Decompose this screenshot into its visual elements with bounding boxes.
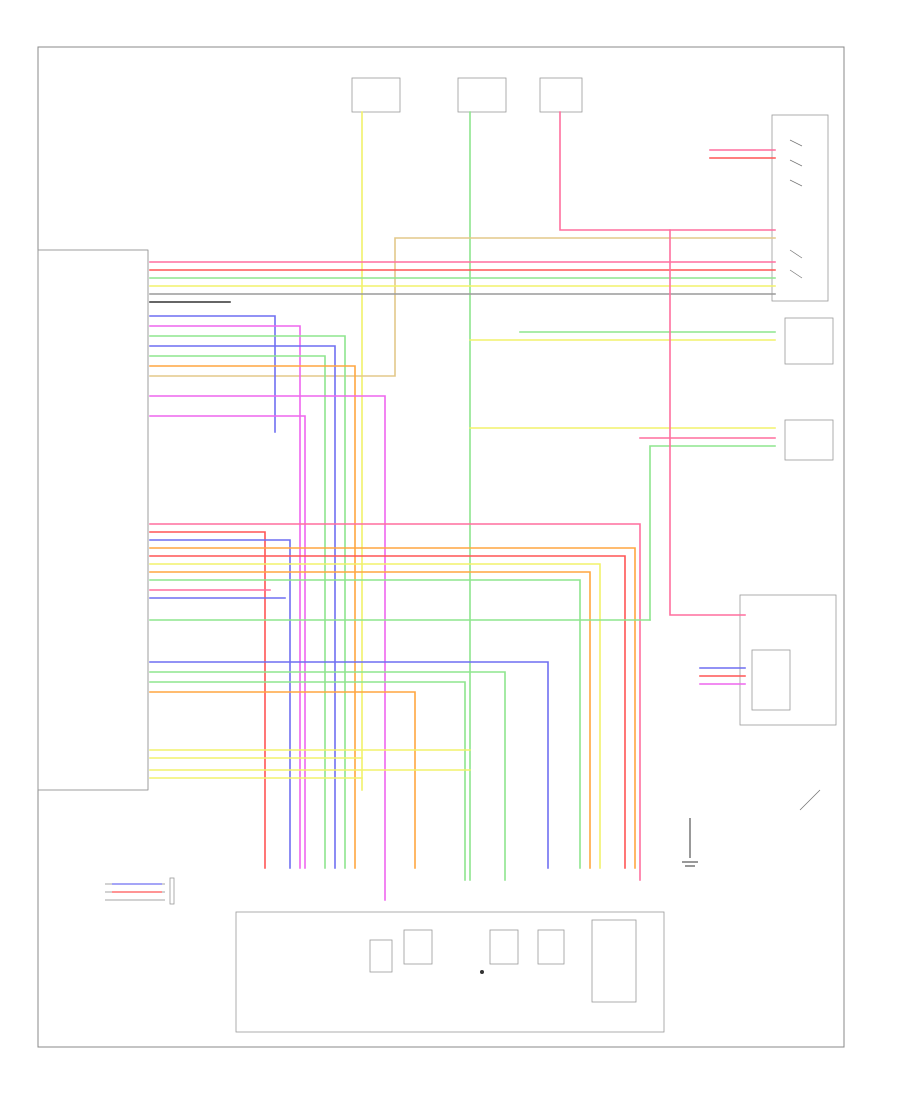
wire-row-662 — [149, 661, 549, 869]
wire-magenta-1 — [149, 325, 301, 869]
top-fuse-box-1 — [351, 77, 401, 113]
bottom-component-4 — [537, 929, 565, 965]
wire-row-682 — [149, 681, 466, 881]
wire-row-672 — [149, 671, 506, 881]
diagram-frame — [37, 46, 845, 1048]
right-component-switch-top — [771, 114, 829, 302]
wire-blue-2 — [149, 345, 336, 869]
wire-green-sensor2 — [649, 445, 776, 621]
bottom-harness-frame — [235, 911, 665, 1033]
wire-orange-1 — [149, 365, 356, 869]
top-fuse-box-3 — [539, 77, 583, 113]
wire-row-556 — [149, 555, 626, 869]
wire-row-564 — [149, 563, 601, 869]
wire-magenta-3 — [149, 415, 306, 869]
wire-row-532 — [149, 531, 266, 869]
bottom-component-2 — [403, 929, 433, 965]
bottom-component-1 — [369, 939, 393, 973]
right-component-sensor-2 — [784, 419, 834, 461]
bottom-ground-point — [480, 970, 484, 974]
wire-blue-1 — [149, 315, 276, 433]
right-component-ground-switch — [682, 789, 821, 867]
wire-fuse3-pink — [559, 111, 776, 231]
wire-tan-top — [149, 237, 776, 377]
wire-pink-meter — [669, 229, 746, 616]
wire-row-548 — [149, 547, 636, 869]
right-component-sensor-1 — [784, 317, 834, 365]
wire-row-692 — [149, 691, 416, 869]
tcm-connector — [37, 249, 149, 791]
wire-row-524 — [149, 523, 641, 881]
wire-magenta-2 — [149, 395, 386, 901]
wire-row-580 — [149, 579, 581, 869]
wires-group — [149, 111, 776, 901]
wire-green-2 — [149, 355, 326, 869]
bottom-component-5 — [591, 919, 637, 1003]
bottom-components — [235, 911, 665, 1033]
left-small-connector — [105, 877, 175, 905]
bottom-component-3 — [489, 929, 519, 965]
right-component-combination-meter — [739, 594, 837, 726]
wire-row-572 — [149, 571, 591, 869]
top-fuse-box-2 — [457, 77, 507, 113]
wire-green-1 — [149, 335, 346, 869]
